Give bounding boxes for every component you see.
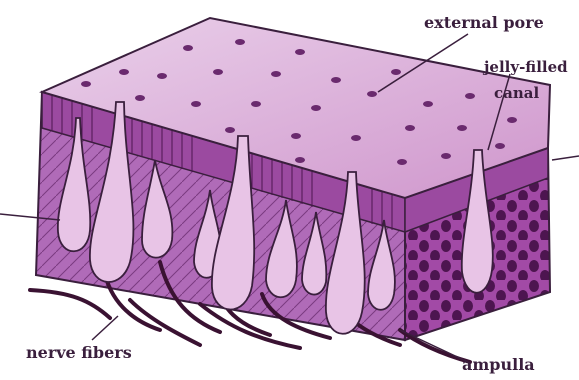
label-canal: canal [494, 84, 539, 102]
label-ampulla: ampulla [462, 355, 535, 374]
right-edge-pointer [552, 156, 579, 160]
label-nerve-fibers: nerve fibers [26, 343, 132, 362]
label-jelly-filled: jelly-filled [482, 58, 568, 76]
ampulla-pointer [400, 330, 468, 362]
label-external-pore: external pore [424, 13, 544, 32]
nerve-fibers-pointer [92, 316, 118, 340]
